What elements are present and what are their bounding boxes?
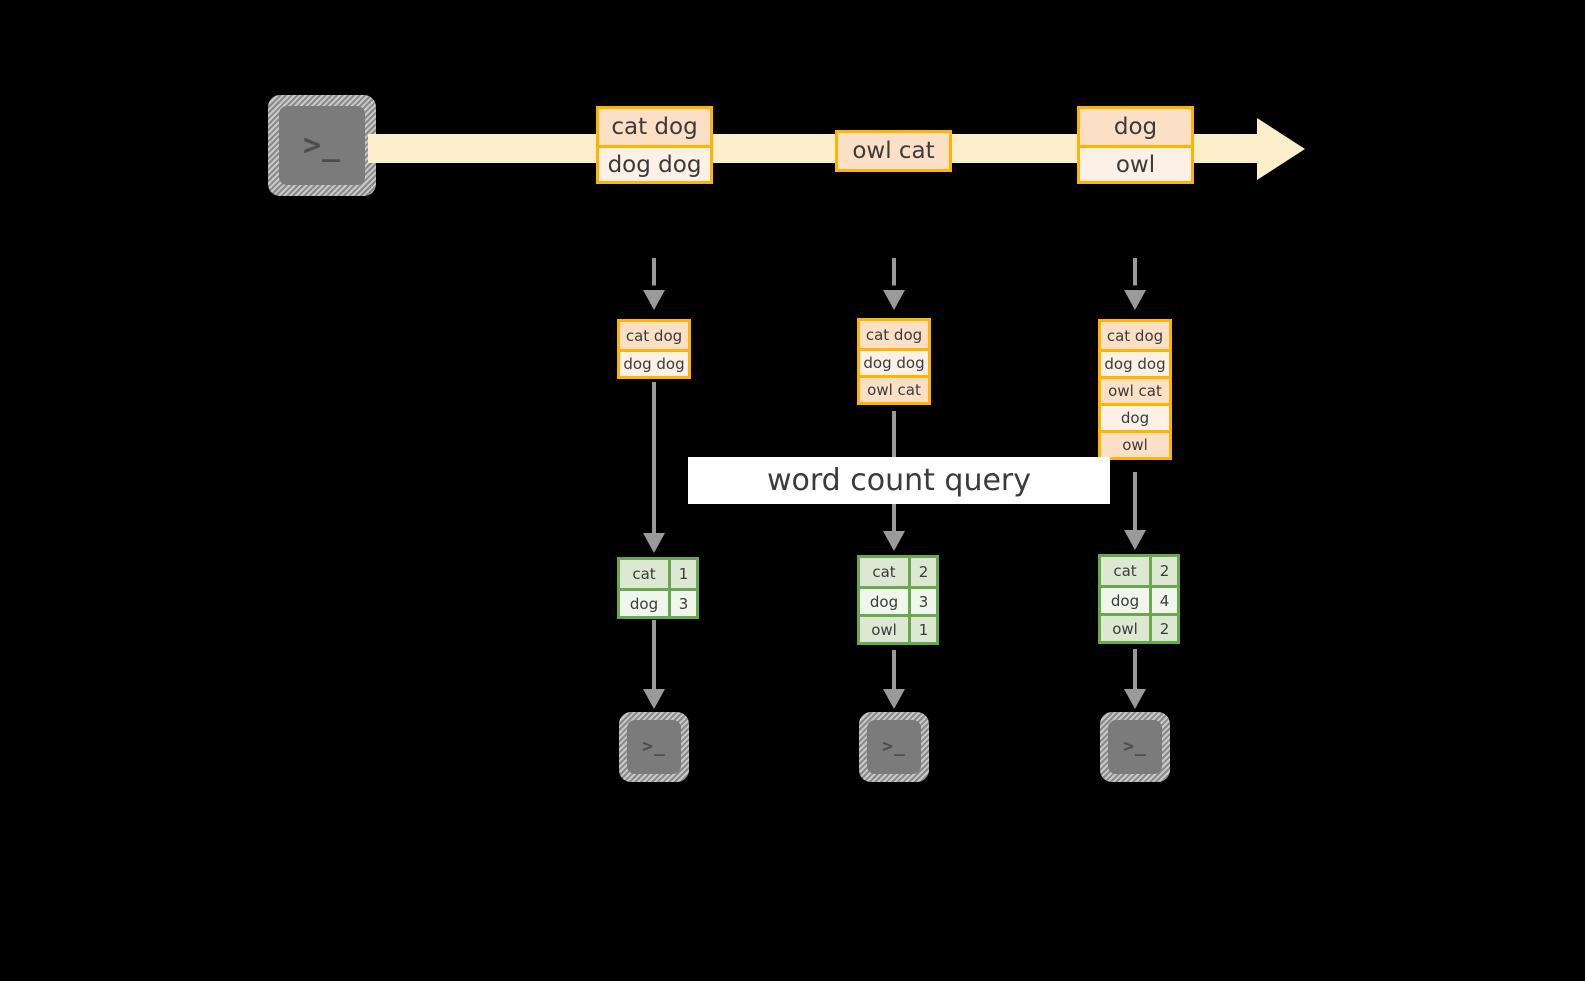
query-arrow-line-3 (1133, 472, 1137, 534)
query-arrow-head-3 (1124, 530, 1146, 550)
result-row: cat 1 (620, 560, 696, 588)
result-row: dog 3 (860, 586, 936, 614)
feed-arrow-line-3 (1133, 258, 1137, 304)
result-word: cat (620, 560, 668, 588)
result-table-2[interactable]: cat 2 dog 3 owl 1 (857, 555, 939, 645)
result-word: owl (1101, 616, 1149, 641)
result-row: owl 2 (1101, 613, 1177, 641)
sink-terminal-icon-1[interactable]: >_ (619, 712, 689, 782)
result-word: cat (1101, 557, 1149, 585)
feed-arrow-head-3 (1124, 290, 1146, 310)
result-table-1[interactable]: cat 1 dog 3 (617, 557, 699, 619)
sink-terminal-icon-3[interactable]: >_ (1100, 712, 1170, 782)
result-word: cat (860, 558, 908, 586)
stream-source-terminal-icon[interactable]: >_ (268, 95, 376, 196)
accumulated-buffer-2[interactable]: cat dog dog dog owl cat (857, 318, 931, 405)
query-arrow-head-2 (883, 531, 905, 551)
stream-record-1[interactable]: cat dog dog dog (596, 106, 713, 184)
buffer-line: dog (1101, 403, 1169, 430)
query-label-band: word count query (688, 457, 1110, 504)
sink-arrow-line-2 (892, 650, 896, 693)
terminal-screen (1108, 720, 1162, 774)
stream-record-line: cat dog (599, 109, 710, 145)
result-word: dog (620, 591, 668, 616)
sink-arrow-line-1 (652, 620, 656, 693)
result-row: cat 2 (860, 558, 936, 586)
query-label-text: word count query (766, 463, 1032, 498)
result-count: 1 (908, 617, 936, 642)
stream-record-line: dog dog (599, 145, 710, 181)
terminal-prompt-glyph: >_ (302, 127, 342, 163)
sink-arrow-line-3 (1133, 649, 1137, 693)
terminal-prompt-glyph: >_ (642, 736, 666, 757)
accumulated-buffer-1[interactable]: cat dog dog dog (617, 319, 691, 379)
query-arrow-head-1 (643, 533, 665, 553)
buffer-line: dog dog (860, 348, 928, 375)
result-word: owl (860, 617, 908, 642)
result-count: 4 (1149, 588, 1177, 613)
buffer-line: cat dog (1101, 322, 1169, 349)
stream-arrow-head (1257, 118, 1305, 180)
sink-terminal-icon-2[interactable]: >_ (859, 712, 929, 782)
result-word: dog (1101, 588, 1149, 613)
result-row: owl 1 (860, 614, 936, 642)
stream-record-line: owl cat (838, 133, 949, 169)
stream-record-3[interactable]: dog owl (1077, 106, 1194, 184)
result-row: cat 2 (1101, 557, 1177, 585)
sink-arrow-head-1 (643, 689, 665, 709)
buffer-line: cat dog (620, 322, 688, 349)
result-word: dog (860, 589, 908, 614)
stream-record-2[interactable]: owl cat (835, 130, 952, 172)
sink-arrow-head-2 (883, 689, 905, 709)
buffer-line: owl cat (860, 375, 928, 402)
result-count: 2 (1149, 557, 1177, 585)
result-row: dog 4 (1101, 585, 1177, 613)
feed-arrow-head-2 (883, 290, 905, 310)
buffer-line: owl cat (1101, 376, 1169, 403)
result-count: 2 (1149, 616, 1177, 641)
buffer-line: owl (1101, 430, 1169, 457)
terminal-screen (279, 106, 365, 185)
result-count: 2 (908, 558, 936, 586)
buffer-line: cat dog (860, 321, 928, 348)
result-count: 3 (668, 591, 696, 616)
terminal-screen (867, 720, 921, 774)
query-arrow-line-1 (652, 382, 656, 537)
feed-arrow-line-2 (892, 258, 896, 304)
accumulated-buffer-3[interactable]: cat dog dog dog owl cat dog owl (1098, 319, 1172, 460)
result-table-3[interactable]: cat 2 dog 4 owl 2 (1098, 554, 1180, 644)
terminal-screen (627, 720, 681, 774)
terminal-prompt-glyph: >_ (882, 736, 906, 757)
result-count: 1 (668, 560, 696, 588)
feed-arrow-head-1 (643, 290, 665, 310)
stream-record-line: dog (1080, 109, 1191, 145)
feed-arrow-line-1 (652, 258, 656, 304)
result-count: 3 (908, 589, 936, 614)
stream-record-line: owl (1080, 145, 1191, 181)
terminal-prompt-glyph: >_ (1123, 736, 1147, 757)
sink-arrow-head-3 (1124, 689, 1146, 709)
result-row: dog 3 (620, 588, 696, 616)
buffer-line: dog dog (620, 349, 688, 376)
buffer-line: dog dog (1101, 349, 1169, 376)
